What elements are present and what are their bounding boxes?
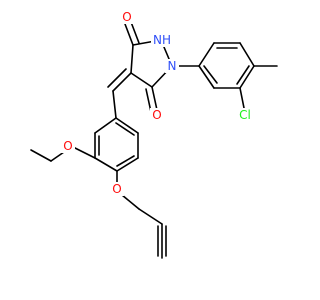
atom-o-ethoxy: O — [61, 139, 75, 153]
bond-layer — [30, 21, 278, 259]
bond-ch2-alkyne — [138, 208, 163, 225]
bond-ar-o-ethoxy — [72, 146, 96, 159]
bond-ar2-c — [94, 157, 118, 172]
atom-n1-label: N — [168, 59, 177, 73]
bond-ch2-ch3 — [30, 149, 52, 162]
chemical-structure-drawing: O NH N O Cl O — [30, 10, 278, 259]
molecule-canvas: O NH N O Cl O — [30, 10, 278, 259]
bond-o-ch2 — [50, 151, 65, 162]
atom-nh: NH — [151, 33, 173, 47]
bond-ar1-f-inner — [203, 65, 218, 84]
atom-o-top-bg — [120, 10, 134, 24]
bond-o-ch2-propargyl — [121, 194, 140, 210]
bond-c3-o-top-double — [130, 21, 140, 44]
bond-c4-ch — [112, 72, 132, 92]
atom-n1-bg — [165, 59, 179, 73]
bond-ar2-d-inner — [116, 155, 135, 167]
bond-c5-c4 — [130, 72, 153, 88]
bond-ar1-f — [198, 65, 215, 89]
bond-ar-cl — [239, 87, 245, 109]
atom-n1: N — [165, 59, 179, 73]
atom-cl-label: Cl — [239, 108, 251, 122]
atom-o-right-label: O — [152, 108, 161, 122]
bond-ar2-f — [115, 117, 139, 134]
bond-ch-aryl — [112, 90, 117, 119]
bond-ar2-a — [94, 117, 117, 134]
bond-ar1-d — [239, 65, 255, 89]
atom-cl-bg — [236, 108, 254, 122]
bond-ar1-a — [198, 42, 215, 67]
bond-ar1-d-inner — [236, 65, 250, 85]
atom-o-right-bg — [150, 108, 164, 122]
atom-label-layer: O NH N O Cl O — [61, 10, 254, 196]
atom-o-right: O — [150, 108, 164, 122]
bond-ar2-f-inner — [115, 122, 135, 136]
atom-nh-bg — [151, 33, 173, 47]
atom-o-propargyl-bg — [110, 182, 124, 196]
atom-o-top-label: O — [122, 10, 131, 24]
bond-c4-c3 — [130, 44, 134, 74]
bond-c3-o-top — [124, 23, 134, 46]
atom-o-top: O — [120, 10, 134, 24]
bond-c5-o-right — [151, 86, 158, 111]
bond-ar1-c — [239, 42, 255, 67]
atom-o-propargyl-label: O — [112, 182, 121, 196]
bond-c4-ch-double — [107, 68, 127, 88]
atom-cl: Cl — [236, 108, 254, 122]
atom-o-propargyl: O — [110, 182, 124, 196]
bond-ar2-d — [116, 157, 139, 172]
atom-nh-label: NH — [153, 33, 171, 47]
atom-o-ethoxy-bg — [61, 139, 75, 153]
atom-o-ethoxy-label: O — [63, 139, 72, 153]
